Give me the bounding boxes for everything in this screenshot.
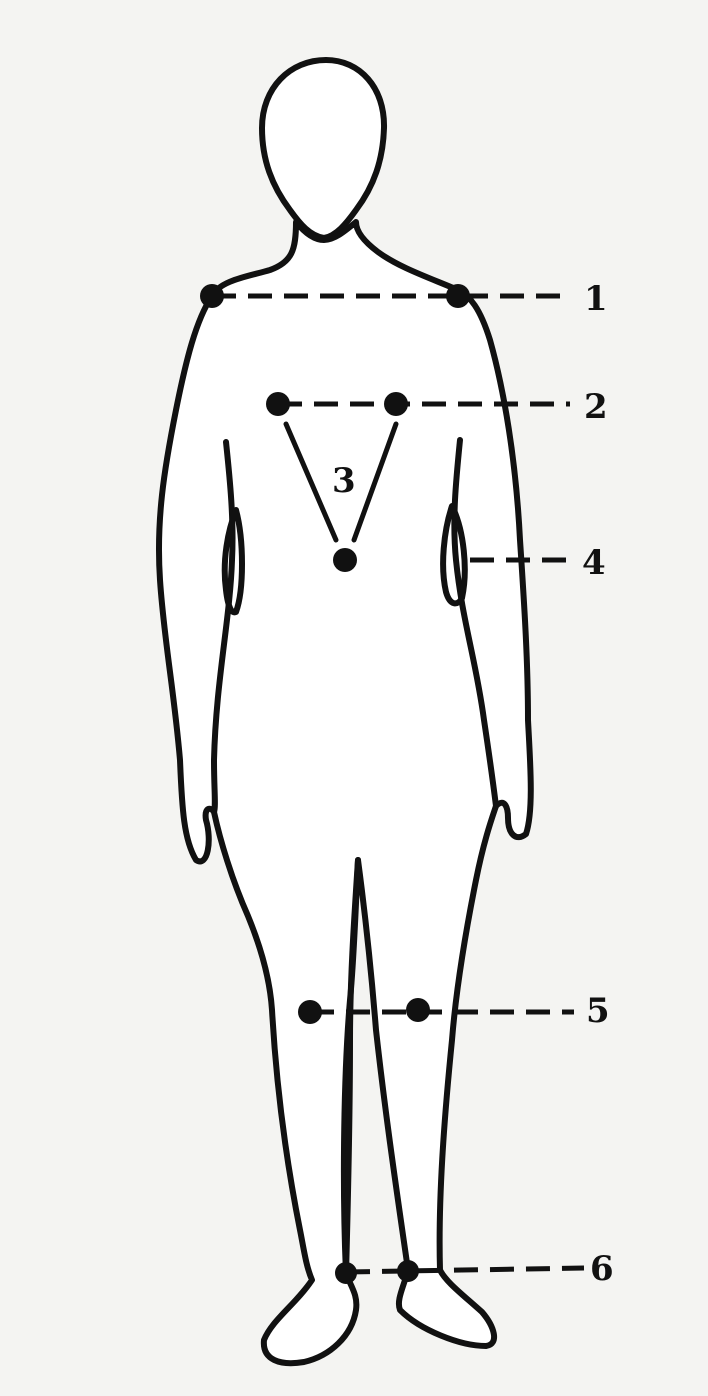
measurement-3: 3: [283, 421, 399, 572]
left-armpit-gap: [221, 507, 245, 616]
measurement-1: 1: [200, 279, 608, 319]
right-ankle-point: [397, 1260, 419, 1282]
measurement-2: 2: [266, 387, 608, 427]
right-inner-arm: [451, 437, 499, 809]
right-bust-point: [384, 392, 408, 416]
measurement-6: 6: [335, 1249, 614, 1289]
body-outline: [155, 57, 534, 1367]
left-knee-point: [298, 1000, 322, 1024]
torso-and-legs: [155, 219, 534, 1367]
v-line-right: [351, 421, 399, 543]
right-shoulder-point: [446, 284, 470, 308]
sternum-point: [333, 548, 357, 572]
label-1: 1: [584, 279, 608, 319]
label-4: 4: [582, 543, 606, 583]
inner-leg-line: [343, 857, 361, 1277]
right-armpit-gap: [440, 503, 468, 607]
label-6: 6: [590, 1249, 614, 1289]
measurement-4: 4: [470, 543, 606, 583]
left-shoulder-point: [200, 284, 224, 308]
label-2: 2: [584, 387, 608, 427]
left-inner-arm: [211, 439, 236, 815]
right-knee-point: [406, 998, 430, 1022]
left-bust-point: [266, 392, 290, 416]
measurement-5: 5: [298, 991, 610, 1031]
label-5: 5: [586, 991, 610, 1031]
ankle-dashed-line: [345, 1265, 585, 1275]
label-3: 3: [332, 461, 356, 501]
v-line-left: [283, 421, 339, 543]
head: [259, 57, 388, 241]
left-ankle-point: [335, 1262, 357, 1284]
